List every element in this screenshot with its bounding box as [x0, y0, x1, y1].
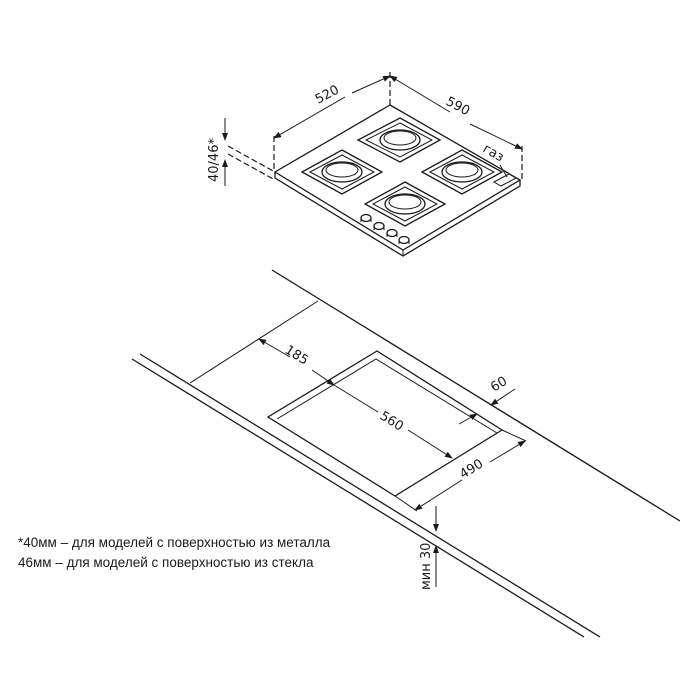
burner-right	[420, 149, 504, 195]
gas-inlet	[492, 173, 518, 187]
hob-drawing: 520 590 40/46* газ	[207, 72, 523, 257]
hob-height-label: 40/46*	[207, 138, 222, 182]
hob-depth-label: 590	[443, 94, 472, 119]
cutout-offset-side-label: 60	[488, 374, 510, 395]
burner-front	[363, 181, 447, 227]
burner-back	[356, 117, 442, 163]
hob-width-label: 520	[313, 83, 342, 108]
hob-edge	[274, 172, 521, 257]
countertop-drawing: 185 560 60 490 мин 30	[131, 269, 680, 638]
burner-left	[300, 149, 384, 195]
footnote-metal: *40мм – для моделей с поверхностью из ме…	[18, 535, 331, 550]
countertop-back-edge	[271, 269, 680, 522]
control-knobs	[360, 213, 410, 245]
cutout-depth-label: 490	[457, 457, 486, 483]
cutout-offset-back-label: 185	[282, 343, 311, 369]
countertop-front-lower-edge	[131, 358, 585, 638]
countertop-front-edge	[139, 353, 601, 638]
cutout-width-label: 560	[377, 409, 406, 435]
min-thickness-label: мин 30	[419, 543, 434, 590]
footnote-glass: 46мм – для моделей с поверхностью из сте…	[18, 555, 314, 570]
